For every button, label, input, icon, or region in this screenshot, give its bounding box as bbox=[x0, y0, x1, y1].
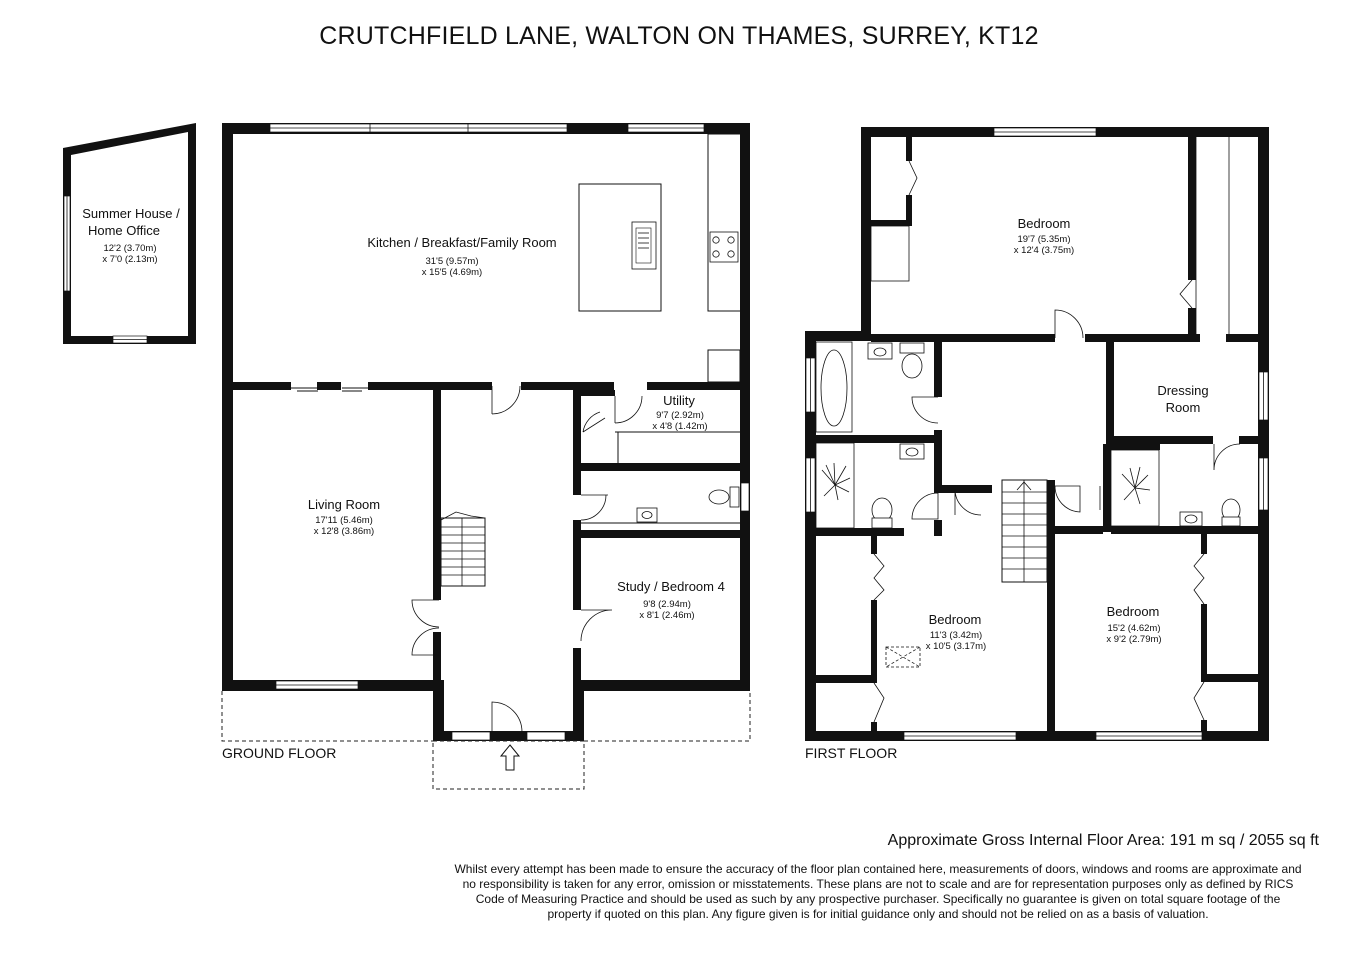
gf-porch-left bbox=[433, 680, 444, 741]
ff-wall-bedroom-divider bbox=[1047, 480, 1055, 731]
ff-ensuite-door bbox=[1213, 443, 1241, 471]
utility-dim-2: x 4'8 (1.42m) bbox=[652, 421, 707, 432]
bedroom-right-dim-2: x 9'2 (2.79m) bbox=[1106, 634, 1161, 645]
first-floor-plan: Bedroom 19'7 (5.35m) x 12'4 (3.75m) Dres… bbox=[805, 127, 1269, 761]
kitchen-dim-2: x 15'5 (4.69m) bbox=[422, 267, 482, 278]
entrance-arrow-icon bbox=[499, 744, 521, 771]
gf-living-door-1 bbox=[411, 599, 440, 628]
ff-shower-head-icon bbox=[821, 462, 851, 501]
gf-wall-hall-right bbox=[573, 390, 581, 495]
bedroom-mid-dim-1: 11'3 (3.42m) bbox=[930, 630, 982, 641]
study-name: Study / Bedroom 4 bbox=[617, 579, 725, 594]
utility-name: Utility bbox=[663, 393, 695, 408]
gf-living-door-2 bbox=[411, 627, 440, 656]
summer-house-dim-1: 12'2 (3.70m) bbox=[103, 243, 156, 254]
gf-study-door bbox=[580, 609, 613, 642]
first-floor-label: FIRST FLOOR bbox=[805, 745, 897, 761]
kitchen-dim-1: 31'5 (9.57m) bbox=[425, 256, 478, 267]
gf-front-door bbox=[491, 701, 523, 733]
ff-bedroom-top-door bbox=[1054, 309, 1084, 339]
ff-wall-ensuite-top bbox=[1106, 436, 1160, 450]
ff-staircase bbox=[1001, 479, 1048, 583]
summer-house-plan: Summer House / Home Office 12'2 (3.70m) … bbox=[63, 123, 196, 344]
ff-bedroom-right-door-a bbox=[1054, 485, 1081, 513]
gf-wc-basin bbox=[636, 507, 658, 523]
kitchen-appliance bbox=[707, 349, 741, 383]
gf-wall-kitchen-living-a bbox=[233, 382, 291, 390]
study-dim-2: x 8'1 (2.46m) bbox=[639, 610, 694, 621]
living-room-dim-1: 17'11 (5.46m) bbox=[315, 515, 373, 526]
bedroom-mid-name: Bedroom bbox=[929, 612, 982, 627]
ground-floor-label: GROUND FLOOR bbox=[222, 745, 336, 761]
gf-porch-right bbox=[573, 680, 584, 741]
living-room-name: Living Room bbox=[308, 497, 380, 512]
gf-porch-bottom bbox=[433, 731, 584, 741]
gf-wall-right bbox=[740, 123, 750, 691]
ff-wall-dressing-left bbox=[1106, 334, 1114, 444]
ff-wall-left bbox=[805, 331, 816, 741]
gf-wall-study-top bbox=[573, 530, 740, 538]
ff-loft-hatch bbox=[885, 646, 921, 668]
ff-bath-toilet bbox=[899, 342, 925, 354]
gf-wall-left bbox=[222, 123, 233, 691]
bedroom-top-dim-1: 19'7 (5.35m) bbox=[1017, 234, 1070, 245]
summer-house-name-1: Summer House / bbox=[82, 206, 180, 221]
kitchen-name: Kitchen / Breakfast/Family Room bbox=[367, 235, 556, 250]
dressing-room-name-2: Room bbox=[1166, 400, 1201, 415]
kitchen-hob bbox=[709, 231, 739, 263]
gf-wall-hall-left bbox=[433, 390, 441, 600]
gf-staircase bbox=[440, 511, 486, 587]
bedroom-right-dim-1: 15'2 (4.62m) bbox=[1107, 623, 1160, 634]
ff-bathroom-door bbox=[911, 396, 939, 424]
ff-shower-door bbox=[911, 492, 939, 520]
bedroom-top-dim-2: x 12'4 (3.75m) bbox=[1014, 245, 1074, 256]
bedroom-right-name: Bedroom bbox=[1107, 604, 1160, 619]
utility-dim-1: 9'7 (2.92m) bbox=[656, 410, 704, 421]
gf-porch-window-left bbox=[451, 731, 491, 741]
disclaimer-line-3: Code of Measuring Practice and should be… bbox=[476, 892, 1281, 906]
ground-floor-plan: Kitchen / Breakfast/Family Room 31'5 (9.… bbox=[221, 123, 751, 790]
disclaimer-line-4: property if quoted on this plan. Any fig… bbox=[547, 907, 1208, 921]
ff-wall-bottom bbox=[805, 731, 1269, 741]
page-title: CRUTCHFIELD LANE, WALTON ON THAMES, SURR… bbox=[319, 22, 1038, 50]
bedroom-top-name: Bedroom bbox=[1018, 216, 1071, 231]
ff-bedroom-mid-door bbox=[954, 488, 982, 516]
summer-house-dim-2: x 7'0 (2.13m) bbox=[102, 254, 157, 265]
gf-porch-outline bbox=[432, 740, 585, 790]
ff-wardrobe-doors-mid bbox=[873, 553, 885, 601]
summer-house-name-2: Home Office bbox=[88, 223, 160, 238]
gf-wc-toilet bbox=[729, 486, 740, 508]
disclaimer: Whilst every attempt has been made to en… bbox=[454, 862, 1301, 921]
disclaimer-line-1: Whilst every attempt has been made to en… bbox=[454, 862, 1301, 876]
ff-ensuite-shower-head-icon bbox=[1121, 466, 1151, 505]
utility-door bbox=[614, 395, 643, 424]
gf-wall-utility-bottom bbox=[581, 463, 740, 471]
ff-wardrobe-doors-right bbox=[1193, 553, 1205, 605]
living-room-dim-2: x 12'8 (3.86m) bbox=[314, 526, 374, 537]
gf-wc-window bbox=[740, 482, 750, 512]
dressing-room-name-1: Dressing bbox=[1157, 383, 1208, 398]
gf-terrace-outline bbox=[221, 691, 433, 742]
ff-wall-bedroom-top-bottom bbox=[871, 334, 1055, 342]
gf-wall-bottom-right bbox=[576, 680, 750, 691]
disclaimer-line-2: no responsibility is taken for any error… bbox=[463, 877, 1294, 891]
study-dim-1: 9'8 (2.94m) bbox=[643, 599, 691, 610]
ff-wall-right bbox=[1258, 127, 1269, 741]
ff-wall-bath-shower bbox=[816, 435, 934, 443]
ff-wall-upper-left bbox=[861, 127, 871, 339]
gf-hall-kitchen-door bbox=[491, 385, 521, 415]
bedroom-mid-dim-2: x 10'5 (3.17m) bbox=[926, 641, 986, 652]
floor-area-text: Approximate Gross Internal Floor Area: 1… bbox=[888, 832, 1320, 849]
ff-bath-basin bbox=[867, 342, 893, 360]
gf-porch-window-right bbox=[526, 731, 566, 741]
